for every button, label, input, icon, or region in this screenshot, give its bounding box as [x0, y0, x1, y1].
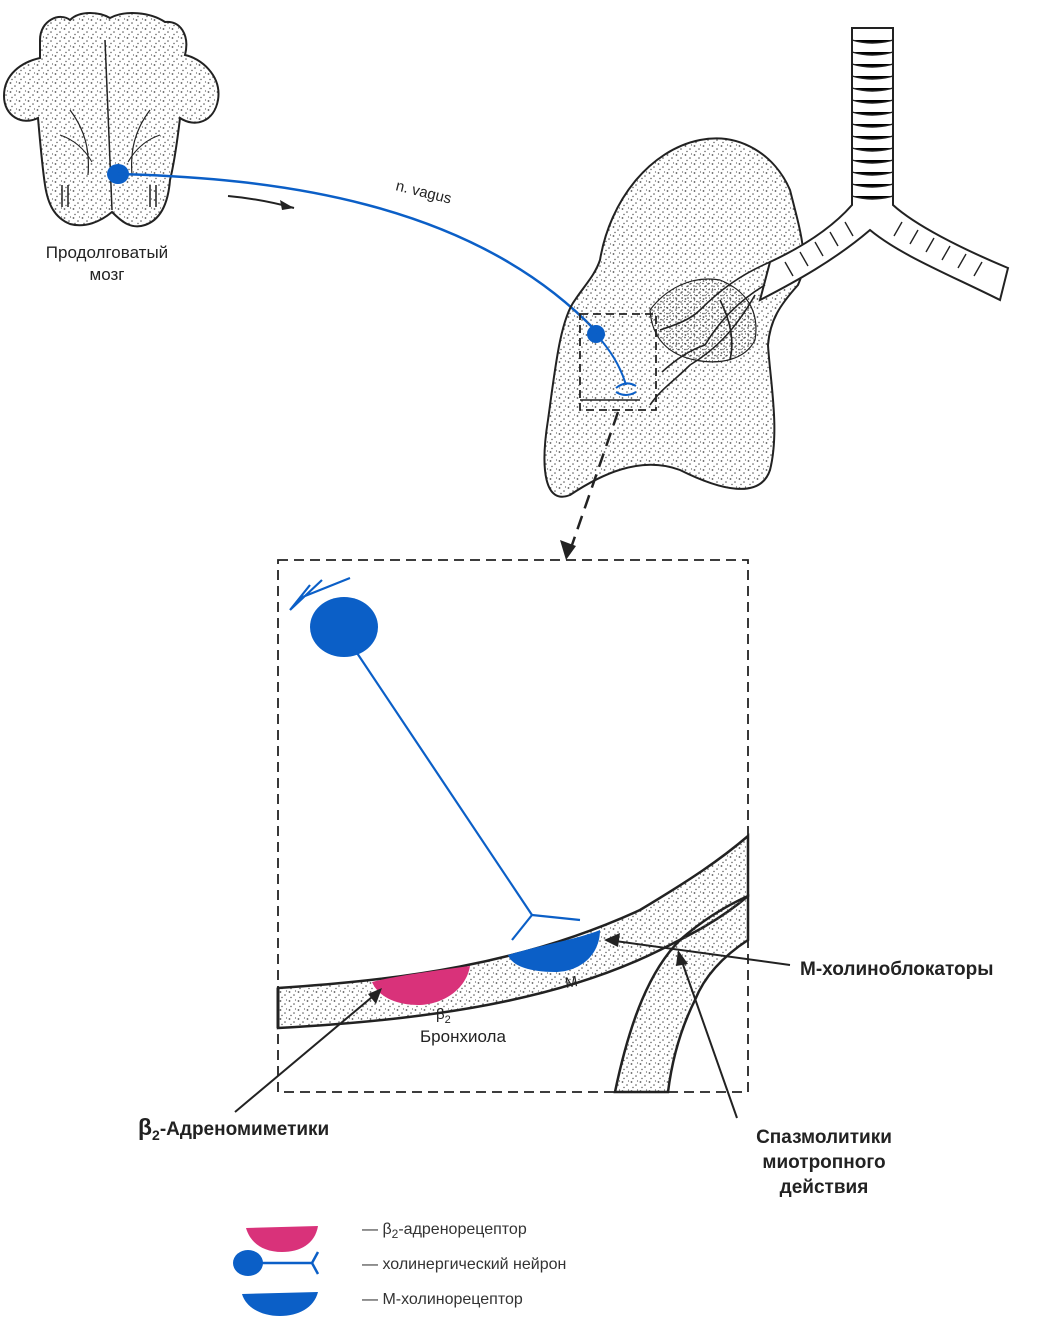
- cholinergic-neuron-detail: [289, 576, 581, 941]
- lung-drawing: [543, 137, 805, 498]
- medulla-drawing: [2, 12, 220, 228]
- pointer-arrow-m-cholinoblockers: [604, 933, 791, 966]
- legend-item-m-receptor: — М-холинорецептор: [362, 1291, 523, 1308]
- neuron-body-icon: [310, 597, 378, 657]
- legend-item-beta2: — β2-адренорецептор: [362, 1221, 527, 1241]
- legend: — β2-адренорецептор — холинергический не…: [233, 1221, 566, 1316]
- m-cholinoblockers-label: М-холиноблокаторы: [800, 959, 993, 980]
- zoom-arrow-icon: [560, 411, 620, 560]
- beta2-small-label: β2: [436, 1006, 451, 1026]
- spasmolytics-label-line1: Спазмолитики: [756, 1127, 892, 1148]
- trachea-rings: [784, 39, 983, 277]
- legend-m-receptor-icon: [242, 1292, 318, 1316]
- direction-arrow-icon: [227, 195, 295, 210]
- m-receptor-small-label: М-: [564, 972, 584, 992]
- vagus-nerve: [117, 172, 596, 331]
- zoom-detail-box: [277, 559, 749, 1093]
- beta2-adrenoreceptor-icon: [372, 966, 470, 1005]
- trachea-drawing: [649, 27, 1010, 406]
- zoom-source-box: [579, 313, 657, 411]
- medulla-label-line1: Продолговатый: [46, 243, 168, 262]
- medulla-label-line2: мозг: [90, 265, 125, 284]
- m-cholinoreceptor-icon: [508, 930, 600, 972]
- beta2-agonists-label: β2-Адреномиметики: [138, 1114, 329, 1143]
- pointer-arrow-beta2-agonists: [234, 988, 382, 1113]
- legend-neuron-icon: [233, 1250, 320, 1276]
- legend-item-neuron: — холинергический нейрон: [362, 1256, 566, 1273]
- pointer-arrow-spasmolytics: [676, 950, 738, 1119]
- legend-beta2-icon: [246, 1226, 318, 1252]
- spasmolytics-label-line2: миотропного: [762, 1152, 885, 1173]
- spasmolytics-label-line3: действия: [780, 1177, 869, 1198]
- bronchiole-label: Бронхиола: [420, 1027, 506, 1046]
- vagus-label: n. vagus: [394, 177, 453, 207]
